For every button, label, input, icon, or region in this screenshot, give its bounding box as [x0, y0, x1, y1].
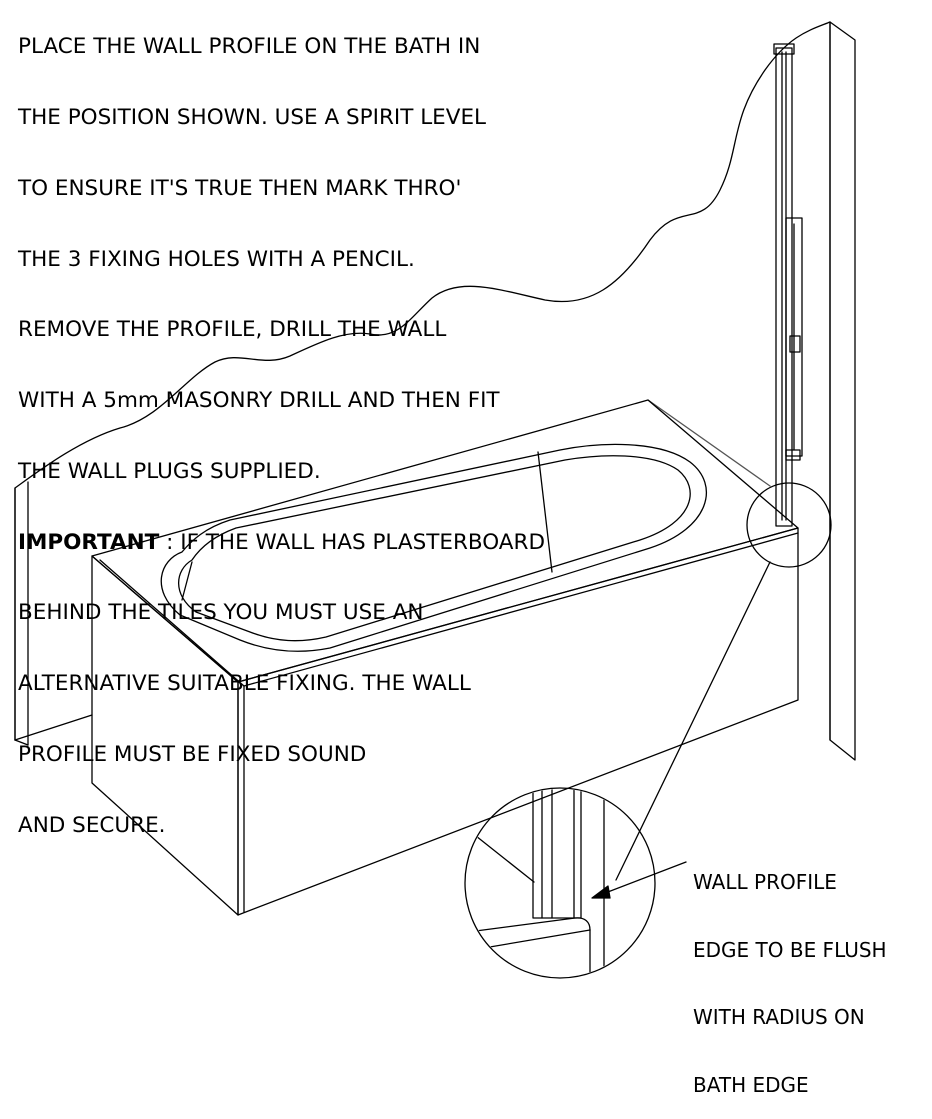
side-wall — [830, 22, 855, 760]
fixing-bracket-lower-cap — [786, 450, 800, 460]
instruction-line: THE POSITION SHOWN. USE A SPIRIT LEVEL — [18, 104, 487, 130]
bath-basin-inner — [179, 456, 691, 641]
instruction-line: TO ENSURE IT'S TRUE THEN MARK THRO' — [18, 175, 462, 201]
important-label: IMPORTANT — [18, 529, 160, 555]
instruction-line: WITH A 5mm MASONRY DRILL AND THEN FIT — [18, 388, 500, 414]
bath-rim-front-edge — [100, 560, 244, 686]
instruction-line: REMOVE THE PROFILE, DRILL THE WALL — [18, 317, 447, 343]
instruction-line: PLACE THE WALL PROFILE ON THE BATH IN — [18, 34, 481, 60]
bath-front-panel — [238, 528, 798, 915]
bath-basin-outer — [161, 444, 706, 651]
instruction-line: BEHIND THE TILES YOU MUST USE AN — [18, 600, 424, 626]
magnified-detail-circle — [465, 788, 655, 978]
magnified-bath-rim-lower — [472, 930, 590, 950]
detail-leader-line — [616, 562, 770, 880]
wall-profile-top-cap — [774, 44, 794, 54]
magnified-profile-channel — [533, 788, 581, 918]
detail-circle — [747, 483, 831, 567]
magnified-back-edge — [476, 836, 534, 882]
callout-arrowhead — [592, 886, 610, 898]
instruction-line: ALTERNATIVE SUITABLE FIXING. THE WALL — [18, 671, 471, 697]
wall-left-edge-inner — [15, 740, 28, 745]
fixing-bracket-clip — [790, 336, 800, 352]
bath-end-panel — [92, 556, 238, 915]
fixing-bracket-upper — [786, 218, 802, 456]
bath-rim — [92, 400, 798, 682]
wall-break-curve — [15, 22, 830, 740]
magnified-bath-rim — [468, 918, 590, 932]
wall-profile-channel — [776, 48, 792, 526]
callout-line: BATH EDGE — [693, 1072, 809, 1097]
instruction-line: AND SECURE. — [18, 812, 166, 838]
instruction-text: PLACE THE WALL PROFILE ON THE BATH IN TH… — [18, 0, 658, 861]
bath-rim-front-edge-2 — [244, 533, 798, 686]
important-line: IMPORTANT : IF THE WALL HAS PLASTERBOARD — [18, 529, 658, 555]
callout-leader-line — [600, 862, 686, 895]
bath-back-wall-line — [648, 400, 770, 486]
instruction-line: THE WALL PLUGS SUPPLIED. — [18, 458, 321, 484]
callout-line: WALL PROFILE — [693, 870, 837, 894]
instruction-line: PROFILE MUST BE FIXED SOUND — [18, 742, 367, 767]
bath-installation-diagram — [0, 0, 932, 1014]
wall-profile — [774, 44, 802, 526]
bath-basin-seam-right — [538, 452, 552, 572]
bath-basin-seam-left — [182, 562, 192, 600]
back-wall — [15, 22, 830, 745]
callout-line: EDGE TO BE FLUSH — [693, 937, 887, 962]
wall-floor-line — [15, 715, 92, 740]
bath — [92, 400, 798, 915]
magnified-detail — [465, 788, 655, 980]
instruction-line: THE 3 FIXING HOLES WITH A PENCIL. — [18, 246, 415, 272]
side-wall-face — [830, 22, 855, 760]
important-text: : IF THE WALL HAS PLASTERBOARD — [159, 529, 546, 555]
